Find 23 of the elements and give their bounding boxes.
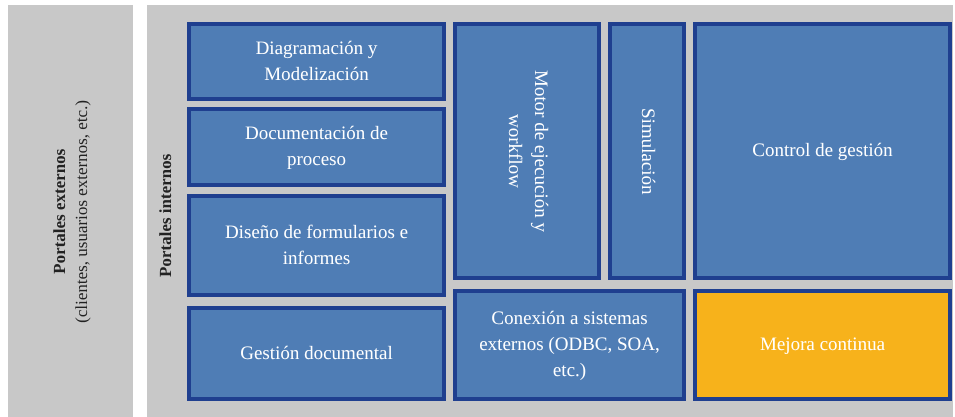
- module-label: Control de gestión: [752, 139, 893, 163]
- module-label: Motor de ejecución y workflow: [503, 69, 552, 234]
- module-label: Gestión documental: [240, 342, 393, 366]
- module-box: [453, 289, 686, 401]
- module-label: Mejora continua: [760, 333, 886, 357]
- panel-title: Portales externos: [48, 147, 70, 276]
- panel-title: Portales internos: [155, 152, 176, 279]
- module-label: Simulación: [636, 108, 659, 194]
- module-box: [453, 22, 601, 280]
- module-label: Diagramación y Modelización: [254, 36, 378, 86]
- module-box: [187, 194, 446, 297]
- module-box: [187, 107, 446, 187]
- highlight-box: [693, 289, 952, 401]
- module-box: [608, 22, 686, 280]
- module-label: Conexión a sistemas externos (ODBC, SOA, etc.): [478, 307, 661, 383]
- module-box: [187, 22, 446, 101]
- module-label: Diseño de formularios e informes: [224, 220, 410, 270]
- portal-panel: [8, 5, 133, 417]
- module-box: [187, 306, 446, 401]
- module-label: Documentación de proceso: [244, 122, 389, 172]
- panel-subtitle: (clientes, usuarios externos, etc.): [70, 100, 92, 322]
- portal-panel: [147, 5, 953, 417]
- module-box: [693, 22, 952, 280]
